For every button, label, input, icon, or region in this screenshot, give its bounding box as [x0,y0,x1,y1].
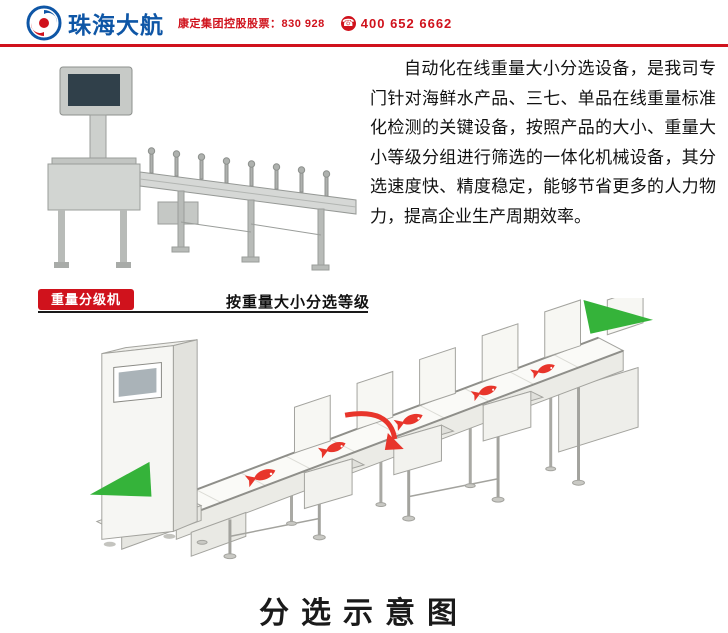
touchscreen [68,74,120,106]
header-divider [0,44,728,47]
section-underline [38,311,368,313]
schematic-caption: 分选示意图 [259,596,469,631]
site-header: 珠海大航 康定集团控股股票：830 928 ☎ 400 652 6662 [0,0,728,46]
leg-feet [196,466,585,560]
conveyor-legs [171,190,330,271]
company-logo-text: 珠海大航 [68,12,164,39]
support-legs-front [228,387,580,556]
grading-header: 重量分级机 按重量大小分选等级 [38,288,371,313]
grading-subtitle: 按重量大小分选等级 [226,294,371,311]
sorting-schematic [89,298,653,560]
checkweigher-head [47,66,141,268]
phone-contact: ☎ 400 652 6662 [340,15,453,31]
product-photo [47,66,357,271]
company-logo-icon [26,5,62,41]
flow-arrow-infeed [89,461,152,497]
grading-badge: 重量分级机 [38,289,135,310]
phone-number: 400 652 6662 [360,15,453,31]
sorter-arms [147,147,331,197]
sorting-bins [303,390,545,510]
intro-paragraph: 自动化在线重量大小分选设备，是我司专门针对海鲜水产品、三七、单品在线重量标准化检… [370,59,716,227]
control-cabinet [101,339,198,547]
drive-box [190,511,247,557]
phone-icon: ☎ [340,15,356,31]
flow-arrow-outfeed [583,299,653,334]
sorter-conveyor [139,147,357,271]
stock-code-text: 康定集团控股股票：830 928 [178,18,325,30]
sorting-direction-arrow [344,411,404,450]
